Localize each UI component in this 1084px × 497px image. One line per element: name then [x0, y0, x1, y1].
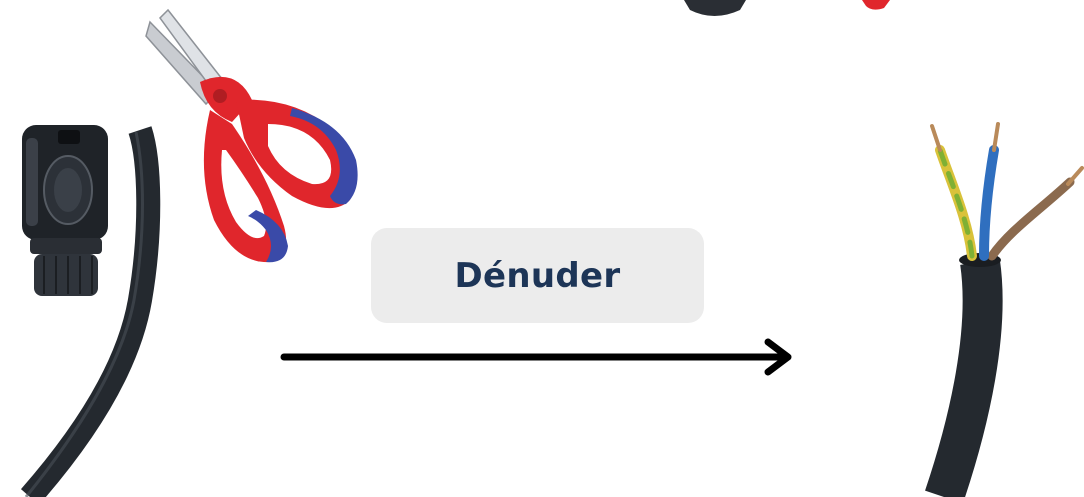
step-label-box: Dénuder	[371, 228, 704, 323]
step-label-text: Dénuder	[455, 256, 621, 296]
electrician-scissors-icon	[146, 10, 358, 262]
right-arrow-icon	[284, 342, 788, 372]
top-cropped-connector-icon	[684, 0, 890, 16]
stripped-cable-icon	[932, 124, 1082, 497]
cable-gland-connector-icon	[22, 125, 108, 296]
